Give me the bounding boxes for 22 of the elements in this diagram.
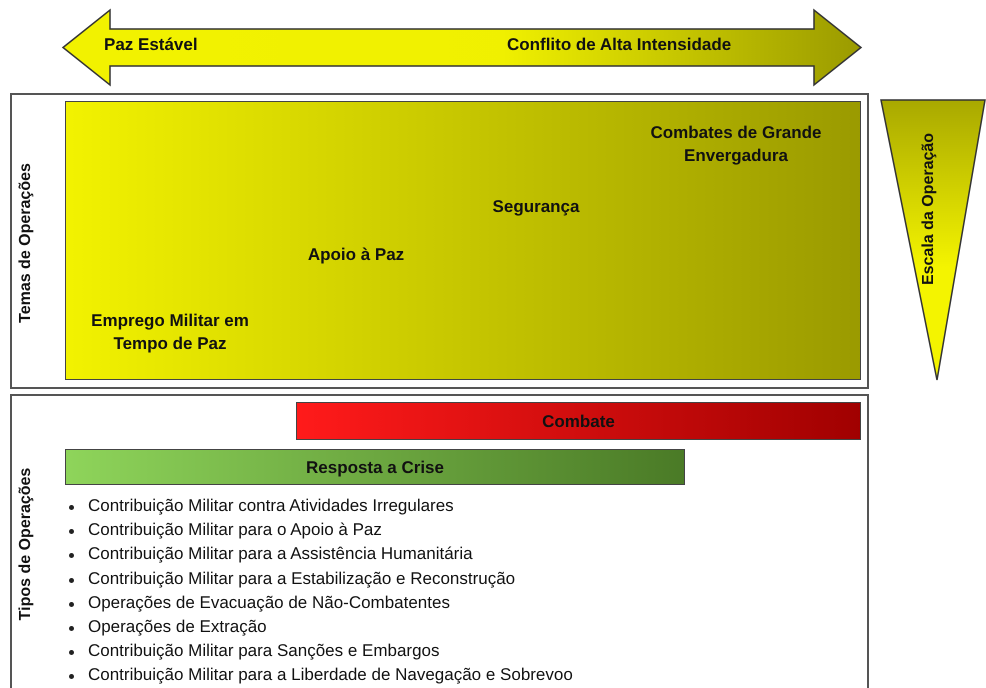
scale-end-label: Conflito de Alta Intensidade [507,35,732,55]
bar-label: Combate [541,412,616,432]
section-frame [10,394,869,688]
theme-label: Apoio à Paz [306,244,406,266]
list-item: Contribuição Militar para a Estabilização e Reconstrução [88,568,516,589]
gradient-bar [65,449,685,485]
list-item: Contribuição Militar contra Atividades Irregulares [88,496,454,516]
list-item: Operações de Extração [88,617,267,637]
theme-label: Segurança [492,196,580,218]
list-item: Contribuição Militar para o Apoio à Paz [88,520,382,540]
theme-label: Emprego Militar em Tempo de Paz [90,310,250,355]
list-item: Contribuição Militar para Sanções e Embargos [88,641,440,662]
theme-label: Combates de Grande Envergadura [650,122,822,167]
scale-label: Escala da Operação [920,132,938,286]
list-item: Operações de Evacuação de Não-Combatentes [88,592,450,613]
section-heading: Temas de Operações [17,163,35,323]
list-item: Contribuição Militar para a Liberdade de Navegação e Sobrevoo [88,665,573,686]
scale-end-label: Paz Estável [104,35,198,55]
bar-label: Resposta a Crise [305,458,445,478]
gradient-bar [296,402,861,440]
list-item: Contribuição Militar para a Assistência Humanitária [88,544,473,564]
section-heading: Tipos de Operações [17,468,35,620]
